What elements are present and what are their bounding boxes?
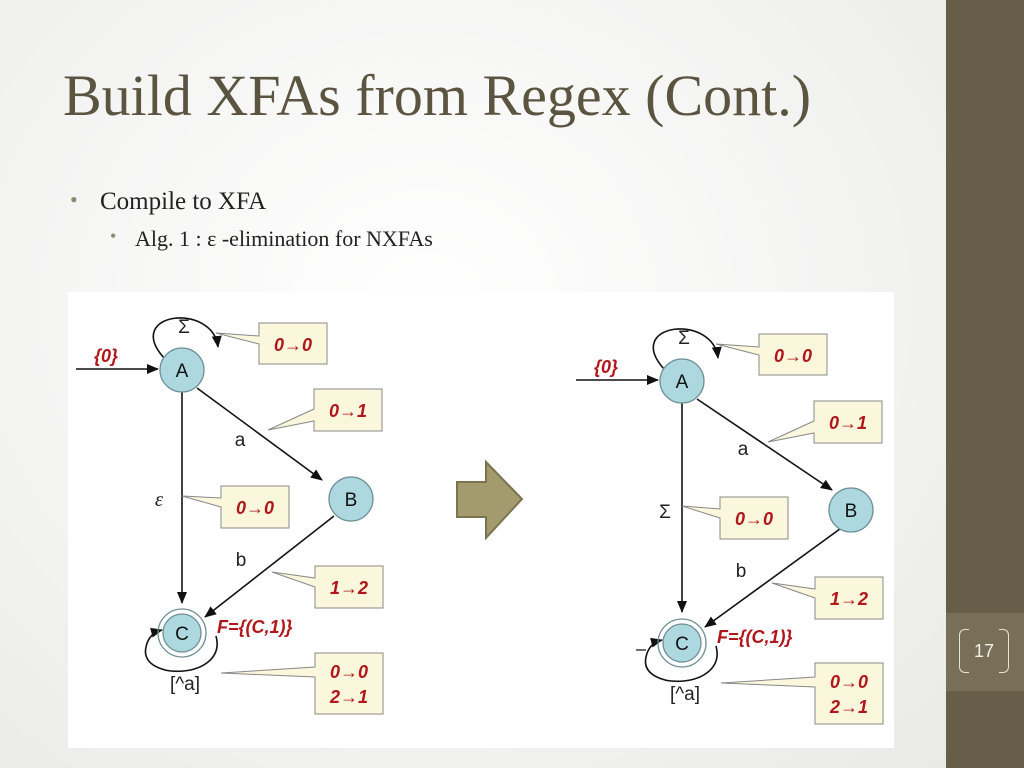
edge-label-loop-c: [^a] [170,674,200,695]
edge-loop-c [644,637,718,683]
edge-label-a-b: a [235,430,246,451]
callout-text: 0→1 [829,413,867,433]
state-c-label: C [175,624,189,645]
state-a-label: A [676,372,689,393]
edge-loop-a [652,328,722,370]
right-bracket [999,629,1009,673]
callout-text: 0→0 [735,509,773,529]
state-c [662,623,702,663]
callout-loop-c: 0→0 2→1 [720,662,884,725]
edge-b-c [204,515,335,618]
state-b [328,476,374,522]
state-c [162,613,202,653]
edge-label-loop-c: [^a] [670,684,700,705]
callout-loop-a: 0→0 [215,322,328,365]
callout-a-c: 0→0 [681,496,789,540]
callout-a-c: 0→0 [181,485,290,529]
edge-label-loop-a: Σ [678,328,690,349]
bullet-dot-icon: • [70,187,78,212]
bullet-dot-icon: • [110,226,117,246]
final-label: F={(C,1)} [717,627,793,647]
edge-label-loop-a: Σ [178,317,190,338]
callout-text: 0→0 [774,346,812,366]
callout-b-c: 1→2 [771,576,884,620]
state-c-outer-ring [657,618,707,668]
state-b [828,487,874,533]
sub-bullet-item: • Alg. 1 : ε -elimination for NXFAs [70,226,433,252]
callout-text: 0→1 [329,401,367,421]
edge-label-b-c: b [236,550,247,571]
edge-b-c [704,525,845,628]
edge-a-b [696,398,833,491]
bullet-list: • Compile to XFA • Alg. 1 : ε -eliminati… [70,187,433,252]
left-bracket [959,629,969,673]
right-automaton: A B C {0} Σ a Σ b [^a] F={(C,1)} 0→0 0→1… [576,328,884,725]
state-b-label: B [345,490,358,511]
page-number: 17 [973,641,995,661]
callout-text: 2→1 [829,697,868,717]
edge-loop-a [152,317,222,359]
start-label: {0} [94,346,118,366]
sub-bullet-text: Alg. 1 : ε -elimination for NXFAs [135,226,433,251]
callout-b-c: 1→2 [271,565,384,609]
slide-title: Build XFAs from Regex (Cont.) [63,63,812,128]
diagram-area: A B C {0} Σ a ε b [^a] F={(C,1)} 0→0 0→1… [68,292,894,748]
callout-text: 0→0 [274,335,312,355]
callout-text: 1→2 [830,589,868,609]
state-a [159,347,205,393]
state-c-label: C [675,634,689,655]
state-a [659,358,705,404]
state-a-label: A [176,361,189,382]
callout-text: 1→2 [330,578,368,598]
callout-text: 0→0 [330,662,368,682]
final-label: F={(C,1)} [217,617,293,637]
transform-arrow-icon [456,459,524,541]
page-number-box: 17 [946,613,1024,691]
edge-label-a-b: a [738,439,749,460]
bullet-item: • Compile to XFA [70,187,433,216]
callout-a-b: 0→1 [767,400,883,444]
edge-a-b [196,387,323,481]
edge-label-a-c: ε [155,487,164,511]
state-b-label: B [845,501,858,522]
edge-label-b-c: b [736,561,747,582]
edge-label-a-c: Σ [659,502,671,523]
bullet-text: Compile to XFA [100,188,267,215]
callout-text: 0→0 [830,672,868,692]
left-automaton: A B C {0} Σ a ε b [^a] F={(C,1)} 0→0 0→1… [76,317,384,715]
callout-text: 0→0 [236,498,274,518]
state-c-outer-ring [157,608,207,658]
edge-loop-c [144,627,218,673]
start-label: {0} [594,357,618,377]
callout-loop-c: 0→0 2→1 [220,652,384,715]
callout-loop-a: 0→0 [715,333,828,376]
page-number-frame: 17 [959,629,1009,673]
callout-a-b: 0→1 [267,388,383,432]
callout-text: 2→1 [329,687,368,707]
